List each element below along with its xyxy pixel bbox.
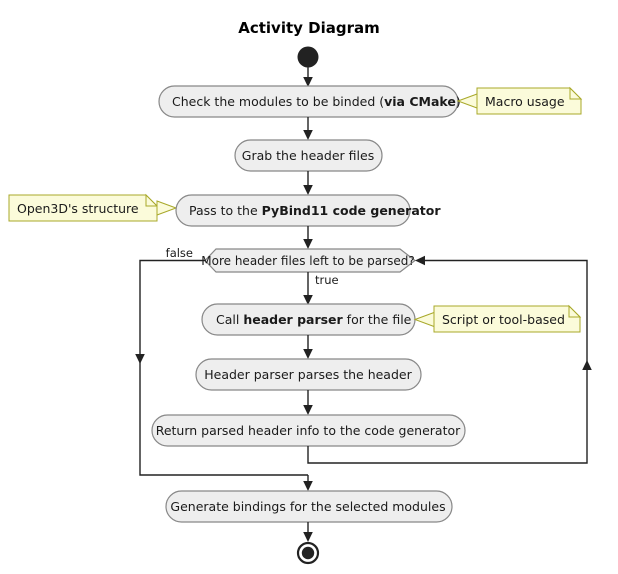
branch-label-true: true xyxy=(315,273,339,287)
flow-grab-to-pass xyxy=(303,171,313,195)
note-script-or-tool-label: Script or tool-based xyxy=(442,312,565,327)
flow-start-to-check xyxy=(303,67,313,87)
flow-merge-to-generate xyxy=(303,475,313,491)
note-macro-usage: Macro usage xyxy=(476,86,583,115)
branch-label-false: false xyxy=(166,246,193,260)
activity-grab-headers-label: Grab the header files xyxy=(242,148,374,163)
flow-generate-to-end xyxy=(303,522,313,542)
flow-pass-to-decision xyxy=(303,226,313,249)
activity-check-modules[interactable]: Check the modules to be binded (via CMak… xyxy=(158,85,461,118)
flow-check-to-grab xyxy=(303,117,313,140)
activity-return-parsed-info[interactable]: Return parsed header info to the code ge… xyxy=(151,414,466,447)
note-connector-macro-usage xyxy=(456,93,478,109)
activity-pass-to-generator-label: Pass to the PyBind11 code generator xyxy=(189,203,441,218)
note-open3d-structure-label: Open3D's structure xyxy=(17,201,139,216)
start-node xyxy=(297,46,319,68)
activity-parse-header[interactable]: Header parser parses the header xyxy=(195,358,422,391)
flow-false-branch xyxy=(135,259,308,476)
page-title: Activity Diagram xyxy=(238,19,380,37)
activity-call-header-parser[interactable]: Call header parser for the file xyxy=(201,303,416,336)
activity-generate-bindings-label: Generate bindings for the selected modul… xyxy=(170,499,445,514)
end-node xyxy=(296,541,320,565)
note-connector-open3d xyxy=(156,200,178,216)
activity-grab-headers[interactable]: Grab the header files xyxy=(234,139,383,172)
note-script-or-tool: Script or tool-based xyxy=(433,304,582,333)
note-open3d-structure: Open3D's structure xyxy=(8,193,159,222)
activity-check-modules-label: Check the modules to be binded (via CMak… xyxy=(172,94,461,109)
flow-loop-back xyxy=(307,255,592,464)
flow-call-to-parse xyxy=(303,335,313,359)
activity-call-header-parser-label: Call header parser for the file xyxy=(216,312,412,327)
flow-decision-to-call xyxy=(303,272,313,305)
activity-parse-header-label: Header parser parses the header xyxy=(204,367,412,382)
decision-more-headers-label: More header files left to be parsed? xyxy=(201,254,414,268)
activity-return-parsed-info-label: Return parsed header info to the code ge… xyxy=(156,423,461,438)
activity-pass-to-generator[interactable]: Pass to the PyBind11 code generator xyxy=(175,194,441,227)
flow-parse-to-return xyxy=(303,390,313,415)
decision-more-headers[interactable]: More header files left to be parsed? xyxy=(201,248,416,273)
note-macro-usage-label: Macro usage xyxy=(485,94,565,109)
activity-generate-bindings[interactable]: Generate bindings for the selected modul… xyxy=(165,490,453,523)
note-connector-script xyxy=(413,311,435,328)
